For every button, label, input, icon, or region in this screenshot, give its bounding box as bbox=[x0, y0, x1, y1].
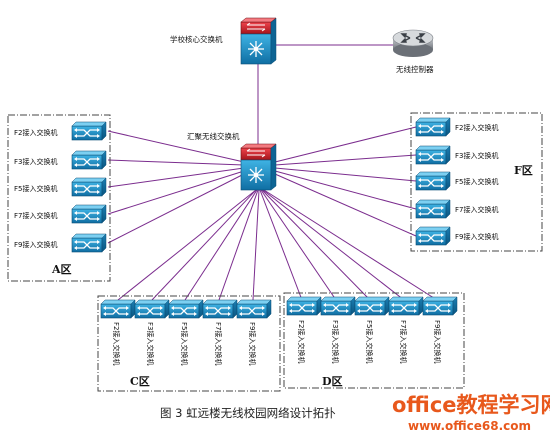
zone-a-switch-3-label: F5接入交换机 bbox=[14, 184, 57, 193]
zone-d-box bbox=[283, 292, 465, 389]
link-agg-f4 bbox=[274, 170, 417, 210]
link-agg-c3 bbox=[184, 189, 258, 301]
zone-a-switch-5-label: F9接入交换机 bbox=[14, 240, 57, 249]
zone-c-switch-4-label: F7接入交换机 bbox=[214, 322, 223, 365]
link-agg-d3 bbox=[261, 189, 371, 301]
wireless-controller-label: 无线控制器 bbox=[396, 64, 434, 74]
zone-a-box bbox=[7, 114, 111, 282]
wireless-controller: 无线控制器 bbox=[392, 29, 434, 74]
link-agg-a4 bbox=[107, 170, 245, 215]
zone-a-switch-4: F7接入交换机 bbox=[14, 204, 107, 224]
zone-c-switch-1-label: F2接入交换机 bbox=[112, 322, 121, 365]
core-switch-label: 学校核心交换机 bbox=[170, 34, 223, 44]
link-agg-c1 bbox=[117, 189, 257, 301]
link-agg-f1 bbox=[274, 126, 417, 163]
link-agg-f3 bbox=[274, 167, 417, 182]
link-agg-c4 bbox=[218, 189, 259, 301]
zone-c-switch-5: F9接入交换机 bbox=[236, 299, 272, 365]
watermark-url: www.office68.com bbox=[408, 419, 531, 433]
zone-d-switch-5: F9接入交换机 bbox=[422, 296, 458, 363]
link-agg-d1 bbox=[259, 189, 303, 301]
zone-d-switch-4: F7接入交换机 bbox=[388, 296, 424, 363]
zone-f-switch-1-label: F2接入交换机 bbox=[455, 123, 498, 132]
link-agg-f5 bbox=[274, 173, 417, 237]
zone-d-switch-1-label: F2接入交换机 bbox=[297, 320, 306, 363]
link-agg-c5 bbox=[252, 189, 260, 301]
zone-f-switch-5: F9接入交换机 bbox=[415, 226, 498, 246]
zone-f-name: F区 bbox=[514, 164, 533, 177]
zone-c-name: C区 bbox=[130, 375, 150, 388]
zone-c-box bbox=[97, 295, 281, 392]
zone-a-switch-2: F3接入交换机 bbox=[14, 150, 107, 170]
zone-a: F2接入交换机 F3接入交换机 F5接入交换机 F7接入交换机 F9接入交换机 … bbox=[14, 121, 107, 276]
core-switch: 学校核心交换机 bbox=[170, 17, 277, 65]
zone-c: F2接入交换机 F3接入交换机 F5接入交换机 F7接入交换机 F9接入交换机 … bbox=[100, 299, 272, 388]
zone-d-switch-2-label: F3接入交换机 bbox=[331, 320, 340, 363]
zone-f-switch-1: F2接入交换机 bbox=[415, 117, 498, 137]
link-agg-f2 bbox=[274, 154, 417, 166]
zone-d: F2接入交换机 F3接入交换机 F5接入交换机 F7接入交换机 F9接入交换机 … bbox=[286, 296, 458, 388]
link-agg-d2 bbox=[260, 189, 337, 301]
zone-d-switch-4-label: F7接入交换机 bbox=[399, 320, 408, 363]
zone-f-switch-5-label: F9接入交换机 bbox=[455, 232, 498, 241]
watermark-title: office教程学习网 bbox=[392, 393, 550, 417]
link-agg-c2 bbox=[151, 189, 257, 301]
zone-c-switch-1: F2接入交换机 bbox=[100, 299, 136, 365]
zone-f-switch-4-label: F7接入交换机 bbox=[455, 205, 498, 214]
zone-d-switch-2: F3接入交换机 bbox=[320, 296, 356, 363]
zone-d-switch-3: F5接入交换机 bbox=[354, 296, 390, 363]
zone-a-switch-1-label: F2接入交换机 bbox=[14, 128, 57, 137]
zone-f-switch-2-label: F3接入交换机 bbox=[455, 151, 498, 160]
zone-f-switch-4: F7接入交换机 bbox=[415, 199, 498, 219]
zone-f: F2接入交换机 F3接入交换机 F5接入交换机 F7接入交换机 F9接入交换机 … bbox=[415, 117, 533, 246]
zone-d-switch-3-label: F5接入交换机 bbox=[365, 320, 374, 363]
link-agg-a3 bbox=[107, 167, 245, 188]
zone-d-switch-5-label: F9接入交换机 bbox=[433, 320, 442, 363]
zone-f-switch-3: F5接入交换机 bbox=[415, 171, 498, 191]
zone-a-switch-2-label: F3接入交换机 bbox=[14, 157, 57, 166]
aggregation-switch-label: 汇聚无线交换机 bbox=[187, 131, 240, 141]
zone-a-switch-4-label: F7接入交换机 bbox=[14, 211, 57, 220]
link-agg-a2 bbox=[107, 159, 245, 166]
zone-f-switch-3-label: F5接入交换机 bbox=[455, 177, 498, 186]
zone-d-name: D区 bbox=[322, 375, 343, 388]
zone-f-box bbox=[410, 112, 543, 252]
zone-c-switch-4: F7接入交换机 bbox=[202, 299, 238, 365]
zone-c-switch-3-label: F5接入交换机 bbox=[180, 322, 189, 365]
zone-a-switch-3: F5接入交换机 bbox=[14, 177, 107, 197]
zone-c-switch-5-label: F9接入交换机 bbox=[248, 322, 257, 365]
link-agg-a5 bbox=[107, 173, 245, 244]
network-links bbox=[107, 44, 438, 301]
zone-a-name: A区 bbox=[51, 263, 72, 276]
zone-f-switch-2: F3接入交换机 bbox=[415, 145, 498, 165]
link-agg-a1 bbox=[107, 130, 245, 163]
zone-d-switch-1: F2接入交换机 bbox=[286, 296, 322, 363]
link-agg-d5 bbox=[263, 189, 438, 301]
zone-c-switch-2-label: F3接入交换机 bbox=[146, 322, 155, 365]
figure-caption: 图 3 虹远楼无线校园网络设计拓扑 bbox=[160, 406, 336, 420]
zone-a-switch-1: F2接入交换机 bbox=[14, 121, 107, 141]
zone-c-switch-2: F3接入交换机 bbox=[134, 299, 170, 365]
zone-c-switch-3: F5接入交换机 bbox=[168, 299, 204, 365]
aggregation-switch: 汇聚无线交换机 bbox=[187, 131, 277, 191]
zone-a-switch-5: F9接入交换机 bbox=[14, 233, 107, 253]
link-agg-d4 bbox=[262, 189, 405, 301]
